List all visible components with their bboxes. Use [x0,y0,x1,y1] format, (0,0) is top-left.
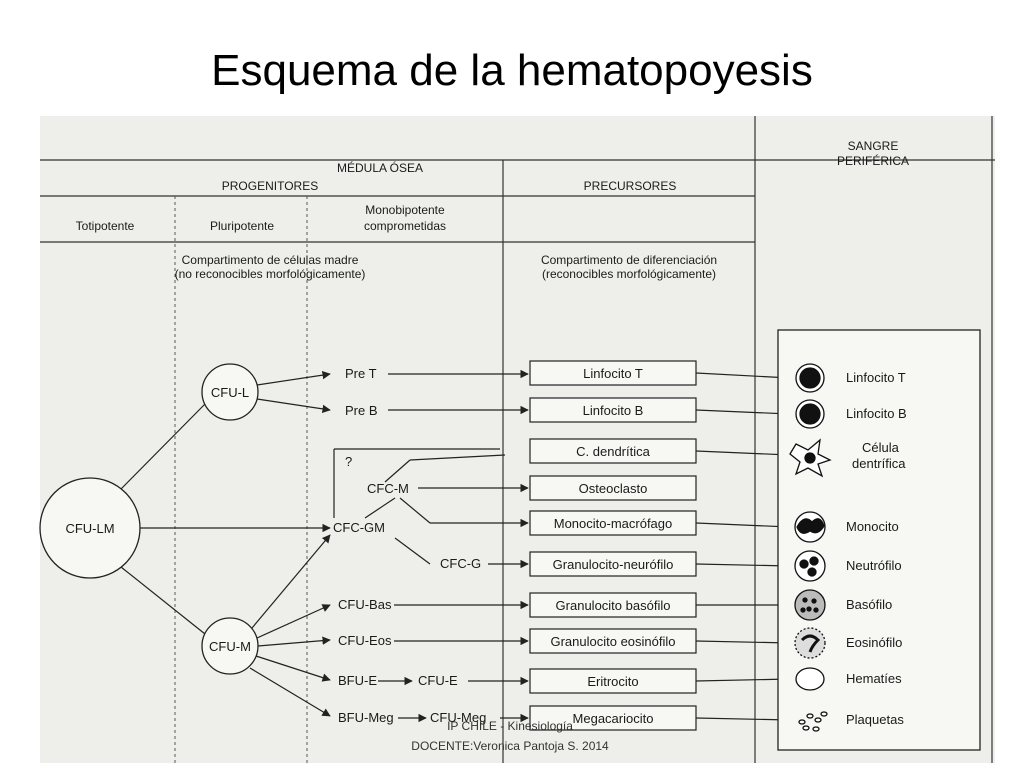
box-label-granulocito-neutrofilo: Granulocito-neurófilo [553,557,674,572]
header-progenitores: PROGENITORES [222,179,318,193]
blood-label-celula: Célula [862,440,900,455]
box-label-linfocito-t: Linfocito T [583,366,643,381]
footer-line1: IP CHILE - Kinesiología [447,719,573,733]
blood-label-hematies: Hematíes [846,671,902,686]
question-mark: ? [345,454,352,469]
blood-label-dentrifica: dentrífica [852,456,906,471]
plaquetas-icon [798,711,828,732]
cfu-lm-label: CFU-LM [65,521,114,536]
bfu-e-label: BFU-E [338,673,377,688]
col-monobipotente-line1: Monobipotente [365,203,445,217]
footer-line2: DOCENTE:Veronica Pantoja S. 2014 [411,739,609,753]
box-granulocito-eosinofilo [529,628,697,654]
col-pluripotente: Pluripotente [210,219,274,233]
cfc-gm-label: CFC-GM [333,520,385,535]
blood-label-linfocito-t: Linfocito T [846,370,906,385]
cfu-bas-label: CFU-Bas [338,597,392,612]
box-eritrocito [529,668,697,694]
box-label-eritrocito: Eritrocito [587,674,638,689]
pre-b-label: Pre B [345,403,378,418]
linfocito-b-icon [795,399,825,429]
box-linfocito-t [529,360,697,386]
monocito-icon [794,511,826,543]
pre-t-label: Pre T [345,366,377,381]
blood-label-basofilo: Basófilo [846,597,892,612]
box-osteoclasto [529,475,697,501]
box-granulocito-neutrofilo [529,551,697,577]
comp-dif-line2: (reconocibles morfológicamente) [542,267,716,281]
box-label-granulocito-eosinofilo: Granulocito eosinófilo [550,634,675,649]
blood-label-plaquetas: Plaquetas [846,712,904,727]
basofilo-icon [794,589,826,621]
box-monocito-macrofago [529,510,697,536]
cfc-m-label: CFC-M [367,481,409,496]
eosinofilo-icon [794,627,826,659]
header-sangre-line2: PERIFÉRICA [837,153,909,168]
comp-dif-line1: Compartimento de diferenciación [541,253,717,267]
box-label-linfocito-b: Linfocito B [583,403,644,418]
cfu-eos-label: CFU-Eos [338,633,392,648]
box-label-c-dendritica: C. dendrítica [576,444,650,459]
box-label-osteoclasto: Osteoclasto [579,481,648,496]
slide-footer: IP CHILE - Kinesiología DOCENTE:Veronica… [330,716,690,756]
cfu-m-label: CFU-M [209,639,251,654]
hematies-icon [795,667,825,691]
slide-title: Esquema de la hematopoyesis [211,46,813,95]
cfu-l-circle [201,363,259,421]
comp-madre-line1: Compartimento de células madre [182,253,359,267]
box-granulocito-basofilo [529,592,697,618]
header-medula-osea: MÉDULA ÓSEA [337,160,423,175]
dendritic-cell-icon [789,438,832,478]
cfu-meg-label: CFU-Meg [430,710,486,725]
blood-label-neutrofilo: Neutrófilo [846,558,902,573]
header-precursores: PRECURSORES [584,179,677,193]
blood-label-monocito: Monocito [846,519,899,534]
box-label-monocito-macrofago: Monocito-macrófago [554,516,673,531]
col-monobipotente-line2: comprometidas [364,219,446,233]
blood-label-eosinofilo: Eosinófilo [846,635,902,650]
col-totipotente: Totipotente [76,219,135,233]
neutrofilo-icon [794,550,826,582]
header-sangre-line1: SANGRE [848,139,899,153]
box-linfocito-b [529,397,697,423]
cfc-g-label: CFC-G [440,556,481,571]
bfu-meg-label: BFU-Meg [338,710,394,725]
box-label-megacariocito: Megacariocito [573,711,654,726]
cfu-e-label: CFU-E [418,673,458,688]
comp-madre-line2: (no reconocibles morfológicamente) [175,267,366,281]
box-c-dendritica [529,438,697,464]
box-label-granulocito-basofilo: Granulocito basófilo [556,598,671,613]
linfocito-t-icon [795,363,825,393]
cfu-l-label: CFU-L [211,385,249,400]
blood-label-linfocito-b: Linfocito B [846,406,907,421]
